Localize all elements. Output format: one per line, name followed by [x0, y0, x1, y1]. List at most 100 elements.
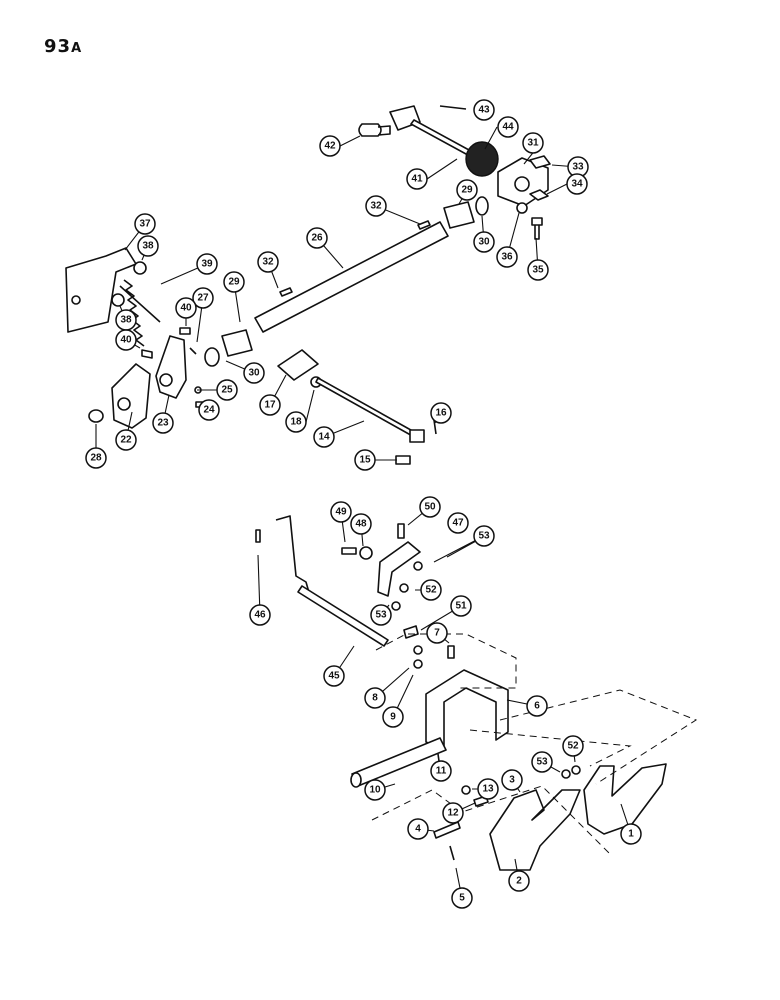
callout-34[interactable]: 34	[566, 173, 588, 195]
callout-42[interactable]: 42	[319, 135, 341, 157]
callout-33[interactable]: 33	[567, 156, 589, 178]
alignment-outline-lower	[371, 785, 613, 857]
callout-7[interactable]: 7	[426, 622, 448, 644]
part-washer-13	[461, 785, 471, 795]
parts-lower-assembly	[255, 515, 698, 871]
callout-30[interactable]: 30	[243, 362, 265, 384]
svg-text:13: 13	[482, 784, 494, 795]
callout-32[interactable]: 32	[365, 195, 387, 217]
callout-48[interactable]: 48	[350, 513, 372, 535]
part-ring-30-upper	[475, 196, 489, 216]
svg-text:11: 11	[436, 766, 447, 777]
svg-text:39: 39	[201, 259, 213, 270]
callout-53[interactable]: 53	[370, 604, 392, 626]
svg-text:6: 6	[534, 701, 540, 712]
callout-2[interactable]: 2	[508, 870, 530, 892]
callout-43[interactable]: 43	[473, 99, 495, 121]
part-spring-pin-46	[255, 529, 261, 543]
part-pin-4	[433, 821, 461, 839]
callout-8[interactable]: 8	[364, 687, 386, 709]
callout-13[interactable]: 13	[477, 778, 499, 800]
svg-text:25: 25	[221, 385, 233, 396]
svg-text:40: 40	[180, 303, 192, 314]
callout-31[interactable]: 31	[522, 132, 544, 154]
callout-15[interactable]: 15	[354, 449, 376, 471]
callout-30[interactable]: 30	[473, 231, 495, 253]
callout-46[interactable]: 46	[249, 604, 271, 626]
callout-52[interactable]: 52	[420, 579, 442, 601]
part-lever-bar-45	[297, 585, 389, 647]
page-number: 93A	[44, 36, 83, 57]
svg-text:44: 44	[502, 122, 514, 133]
callout-26[interactable]: 26	[306, 227, 328, 249]
part-bolt-50	[397, 523, 405, 539]
callout-35[interactable]: 35	[527, 259, 549, 281]
part-cotter-pin-16	[433, 419, 437, 435]
callout-6[interactable]: 6	[526, 695, 548, 717]
svg-text:28: 28	[90, 453, 102, 464]
svg-text:38: 38	[120, 315, 132, 326]
part-bushing-33	[529, 155, 551, 169]
callout-38[interactable]: 38	[137, 235, 159, 257]
callout-28[interactable]: 28	[85, 447, 107, 469]
callout-45[interactable]: 45	[323, 665, 345, 687]
callout-10[interactable]: 10	[364, 779, 386, 801]
part-bolt-40-b	[179, 327, 191, 335]
callout-12[interactable]: 12	[442, 802, 464, 824]
svg-text:26: 26	[311, 233, 323, 244]
callout-53[interactable]: 53	[473, 525, 495, 547]
callout-53[interactable]: 53	[531, 751, 553, 773]
part-clevis-pin-15	[395, 455, 411, 465]
callout-11[interactable]: 11	[430, 760, 452, 782]
svg-text:51: 51	[455, 601, 467, 612]
callout-44[interactable]: 44	[497, 116, 519, 138]
svg-text:30: 30	[248, 368, 260, 379]
svg-text:53: 53	[478, 531, 490, 542]
callout-14[interactable]: 14	[313, 426, 335, 448]
svg-text:29: 29	[228, 277, 240, 288]
callout-9[interactable]: 9	[382, 706, 404, 728]
callout-41[interactable]: 41	[406, 168, 428, 190]
svg-text:48: 48	[355, 519, 367, 530]
svg-text:36: 36	[501, 252, 513, 263]
callout-29[interactable]: 29	[456, 179, 478, 201]
svg-text:37: 37	[139, 219, 151, 230]
callout-32[interactable]: 32	[257, 251, 279, 273]
callout-38[interactable]: 38	[115, 309, 137, 331]
part-nut-38-lower	[111, 293, 125, 307]
callout-18[interactable]: 18	[285, 411, 307, 433]
callout-27[interactable]: 27	[192, 287, 214, 309]
part-knob	[465, 141, 499, 177]
svg-text:17: 17	[264, 400, 276, 411]
callout-29[interactable]: 29	[223, 271, 245, 293]
callout-37[interactable]: 37	[134, 213, 156, 235]
callout-36[interactable]: 36	[496, 246, 518, 268]
callout-50[interactable]: 50	[419, 496, 441, 518]
callout-1[interactable]: 1	[620, 823, 642, 845]
callout-4[interactable]: 4	[407, 818, 429, 840]
callout-49[interactable]: 49	[330, 501, 352, 523]
callout-17[interactable]: 17	[259, 394, 281, 416]
callout-51[interactable]: 51	[450, 595, 472, 617]
svg-text:43: 43	[478, 105, 490, 116]
callout-40[interactable]: 40	[115, 329, 137, 351]
callout-23[interactable]: 23	[152, 412, 174, 434]
part-pivot-shaft-10	[351, 737, 447, 787]
callout-5[interactable]: 5	[451, 887, 473, 909]
callout-22[interactable]: 22	[115, 429, 137, 451]
part-nut-53-b	[391, 601, 401, 611]
callout-3[interactable]: 3	[501, 769, 523, 791]
alignment-outline-right	[469, 689, 698, 785]
callout-16[interactable]: 16	[430, 402, 452, 424]
callout-52[interactable]: 52	[562, 735, 584, 757]
svg-text:52: 52	[425, 585, 437, 596]
callout-25[interactable]: 25	[216, 379, 238, 401]
callout-47[interactable]: 47	[447, 512, 469, 534]
callout-39[interactable]: 39	[196, 253, 218, 275]
callout-24[interactable]: 24	[198, 399, 220, 421]
part-roll-pin	[439, 105, 467, 110]
svg-text:31: 31	[527, 138, 539, 149]
callout-40[interactable]: 40	[175, 297, 197, 319]
svg-text:15: 15	[359, 455, 371, 466]
